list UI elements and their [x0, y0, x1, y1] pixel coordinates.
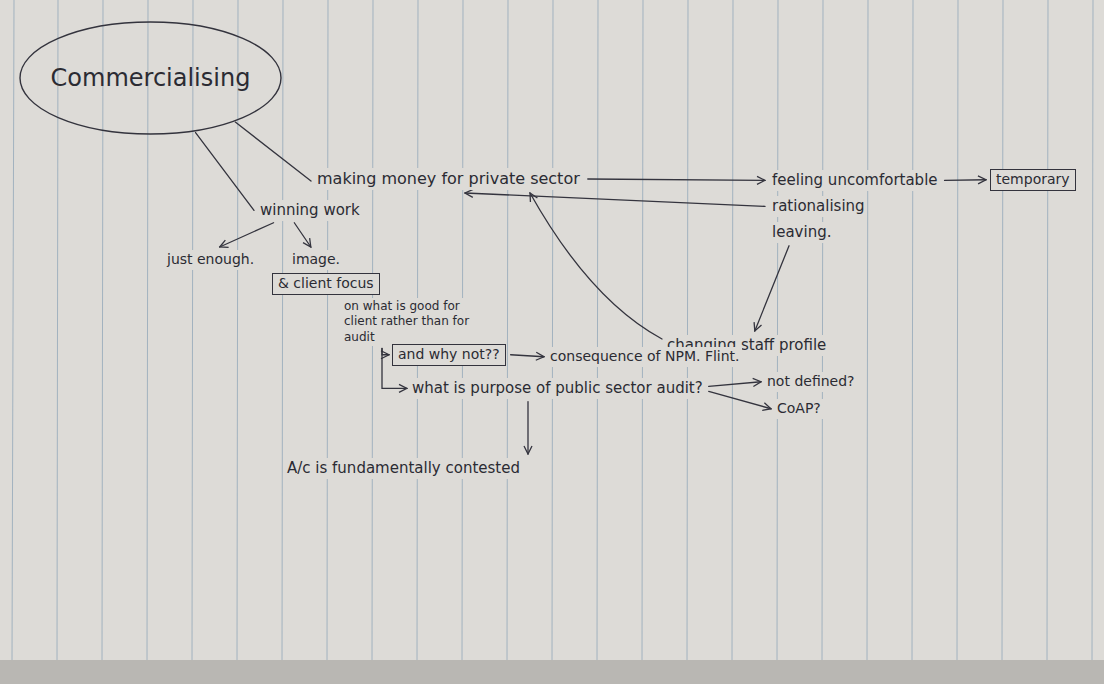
ellipse-shape [20, 22, 281, 134]
connector-arrow [465, 193, 765, 206]
node-text: Commercialising [49, 62, 253, 94]
mindmap-note: consequence of NPM. Flint. [548, 347, 742, 367]
node-text: rationalising [770, 196, 867, 217]
connector-arrow [945, 179, 986, 181]
node-text: CoAP? [775, 399, 823, 419]
connector-arrow [382, 348, 389, 354]
mindmap-note: making money for private sector [315, 168, 582, 190]
mindmap-note: not defined? [765, 372, 857, 392]
mindmap-note: winning work [258, 200, 362, 221]
mindmap-note: image. [290, 250, 342, 270]
node-text: not defined? [765, 372, 857, 392]
connector-arrow [709, 391, 771, 408]
node-text: making money for private sector [315, 168, 582, 190]
node-text: winning work [258, 200, 362, 221]
node-text: feeling uncomfortable [770, 170, 940, 191]
node-text: what is purpose of public sector audit? [410, 378, 705, 399]
mindmap-note: what is purpose of public sector audit? [410, 378, 705, 399]
node-text: A/c is fundamentally contested [285, 458, 522, 479]
node-note: on what is good for client rather than f… [342, 298, 496, 347]
node-text: leaving. [770, 222, 833, 243]
node-text: temporary [990, 169, 1076, 191]
mindmap-note: leaving. [770, 222, 833, 243]
mindmap-note: rationalising [770, 196, 867, 217]
boxed-note: and why not?? [392, 344, 506, 366]
node-text: just enough. [165, 250, 256, 270]
mindmap-note: CoAP? [775, 399, 823, 419]
connector-arrow [530, 193, 662, 339]
mindmap-note: just enough. [165, 250, 256, 270]
connector-arrow [709, 382, 761, 387]
boxed-note: temporary [990, 169, 1076, 191]
connector-arrow [755, 246, 789, 331]
node-text: and why not?? [392, 344, 506, 366]
connector-arrow [511, 355, 544, 357]
node-text: image. [290, 250, 342, 270]
connector-arrow [196, 133, 254, 211]
mindmap-note: A/c is fundamentally contested [285, 458, 522, 479]
node-text: consequence of NPM. Flint. [548, 347, 742, 367]
connector-arrow [220, 223, 274, 247]
mindmap-note: feeling uncomfortable [770, 170, 940, 191]
central-ellipse: Commercialising [18, 20, 283, 136]
node-text: & client focus [272, 273, 380, 295]
boxed-note: & client focus on what is good for client… [272, 273, 496, 346]
connector-arrow [527, 402, 528, 454]
connector-arrow [294, 223, 311, 247]
connector-arrow [588, 179, 765, 180]
connector-arrow [235, 122, 311, 181]
